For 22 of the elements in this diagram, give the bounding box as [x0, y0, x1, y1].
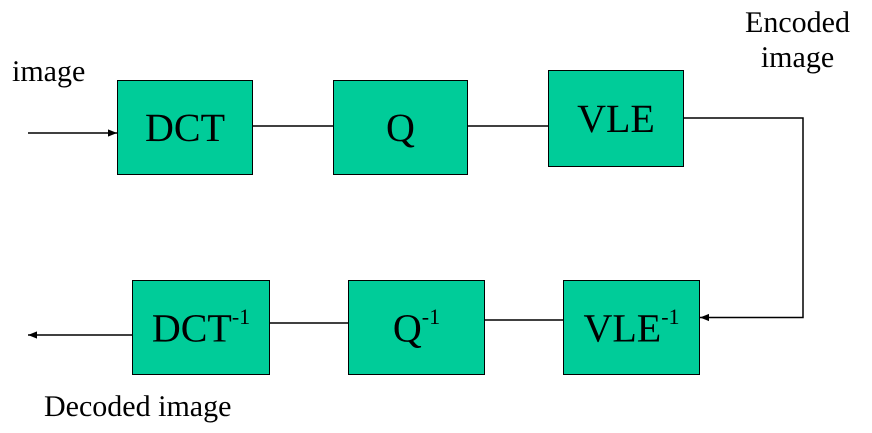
connector-line	[485, 319, 563, 321]
box-label: Q	[386, 108, 415, 148]
connector-line	[253, 125, 333, 127]
process-box	[117, 80, 253, 175]
box-label: VLE$^{-1}$	[583, 306, 680, 349]
box-label: Q$^{-1}$	[392, 306, 440, 349]
connector-line	[270, 322, 348, 324]
process-box	[548, 70, 684, 167]
arrow	[684, 117, 804, 322]
connector-line	[468, 125, 548, 127]
text-label: Encoded image	[744, 6, 851, 75]
arrow	[28, 331, 132, 339]
box-label: DCT	[145, 108, 225, 148]
process-box	[348, 280, 485, 375]
process-box	[132, 280, 270, 375]
box-label: DCT$^{-1}$	[152, 306, 250, 349]
process-box	[333, 80, 468, 175]
text-label: Decoded image	[44, 390, 232, 424]
box-label: VLE	[577, 98, 655, 138]
text-label: image	[12, 55, 86, 90]
arrow	[28, 129, 117, 137]
process-box	[563, 280, 700, 375]
